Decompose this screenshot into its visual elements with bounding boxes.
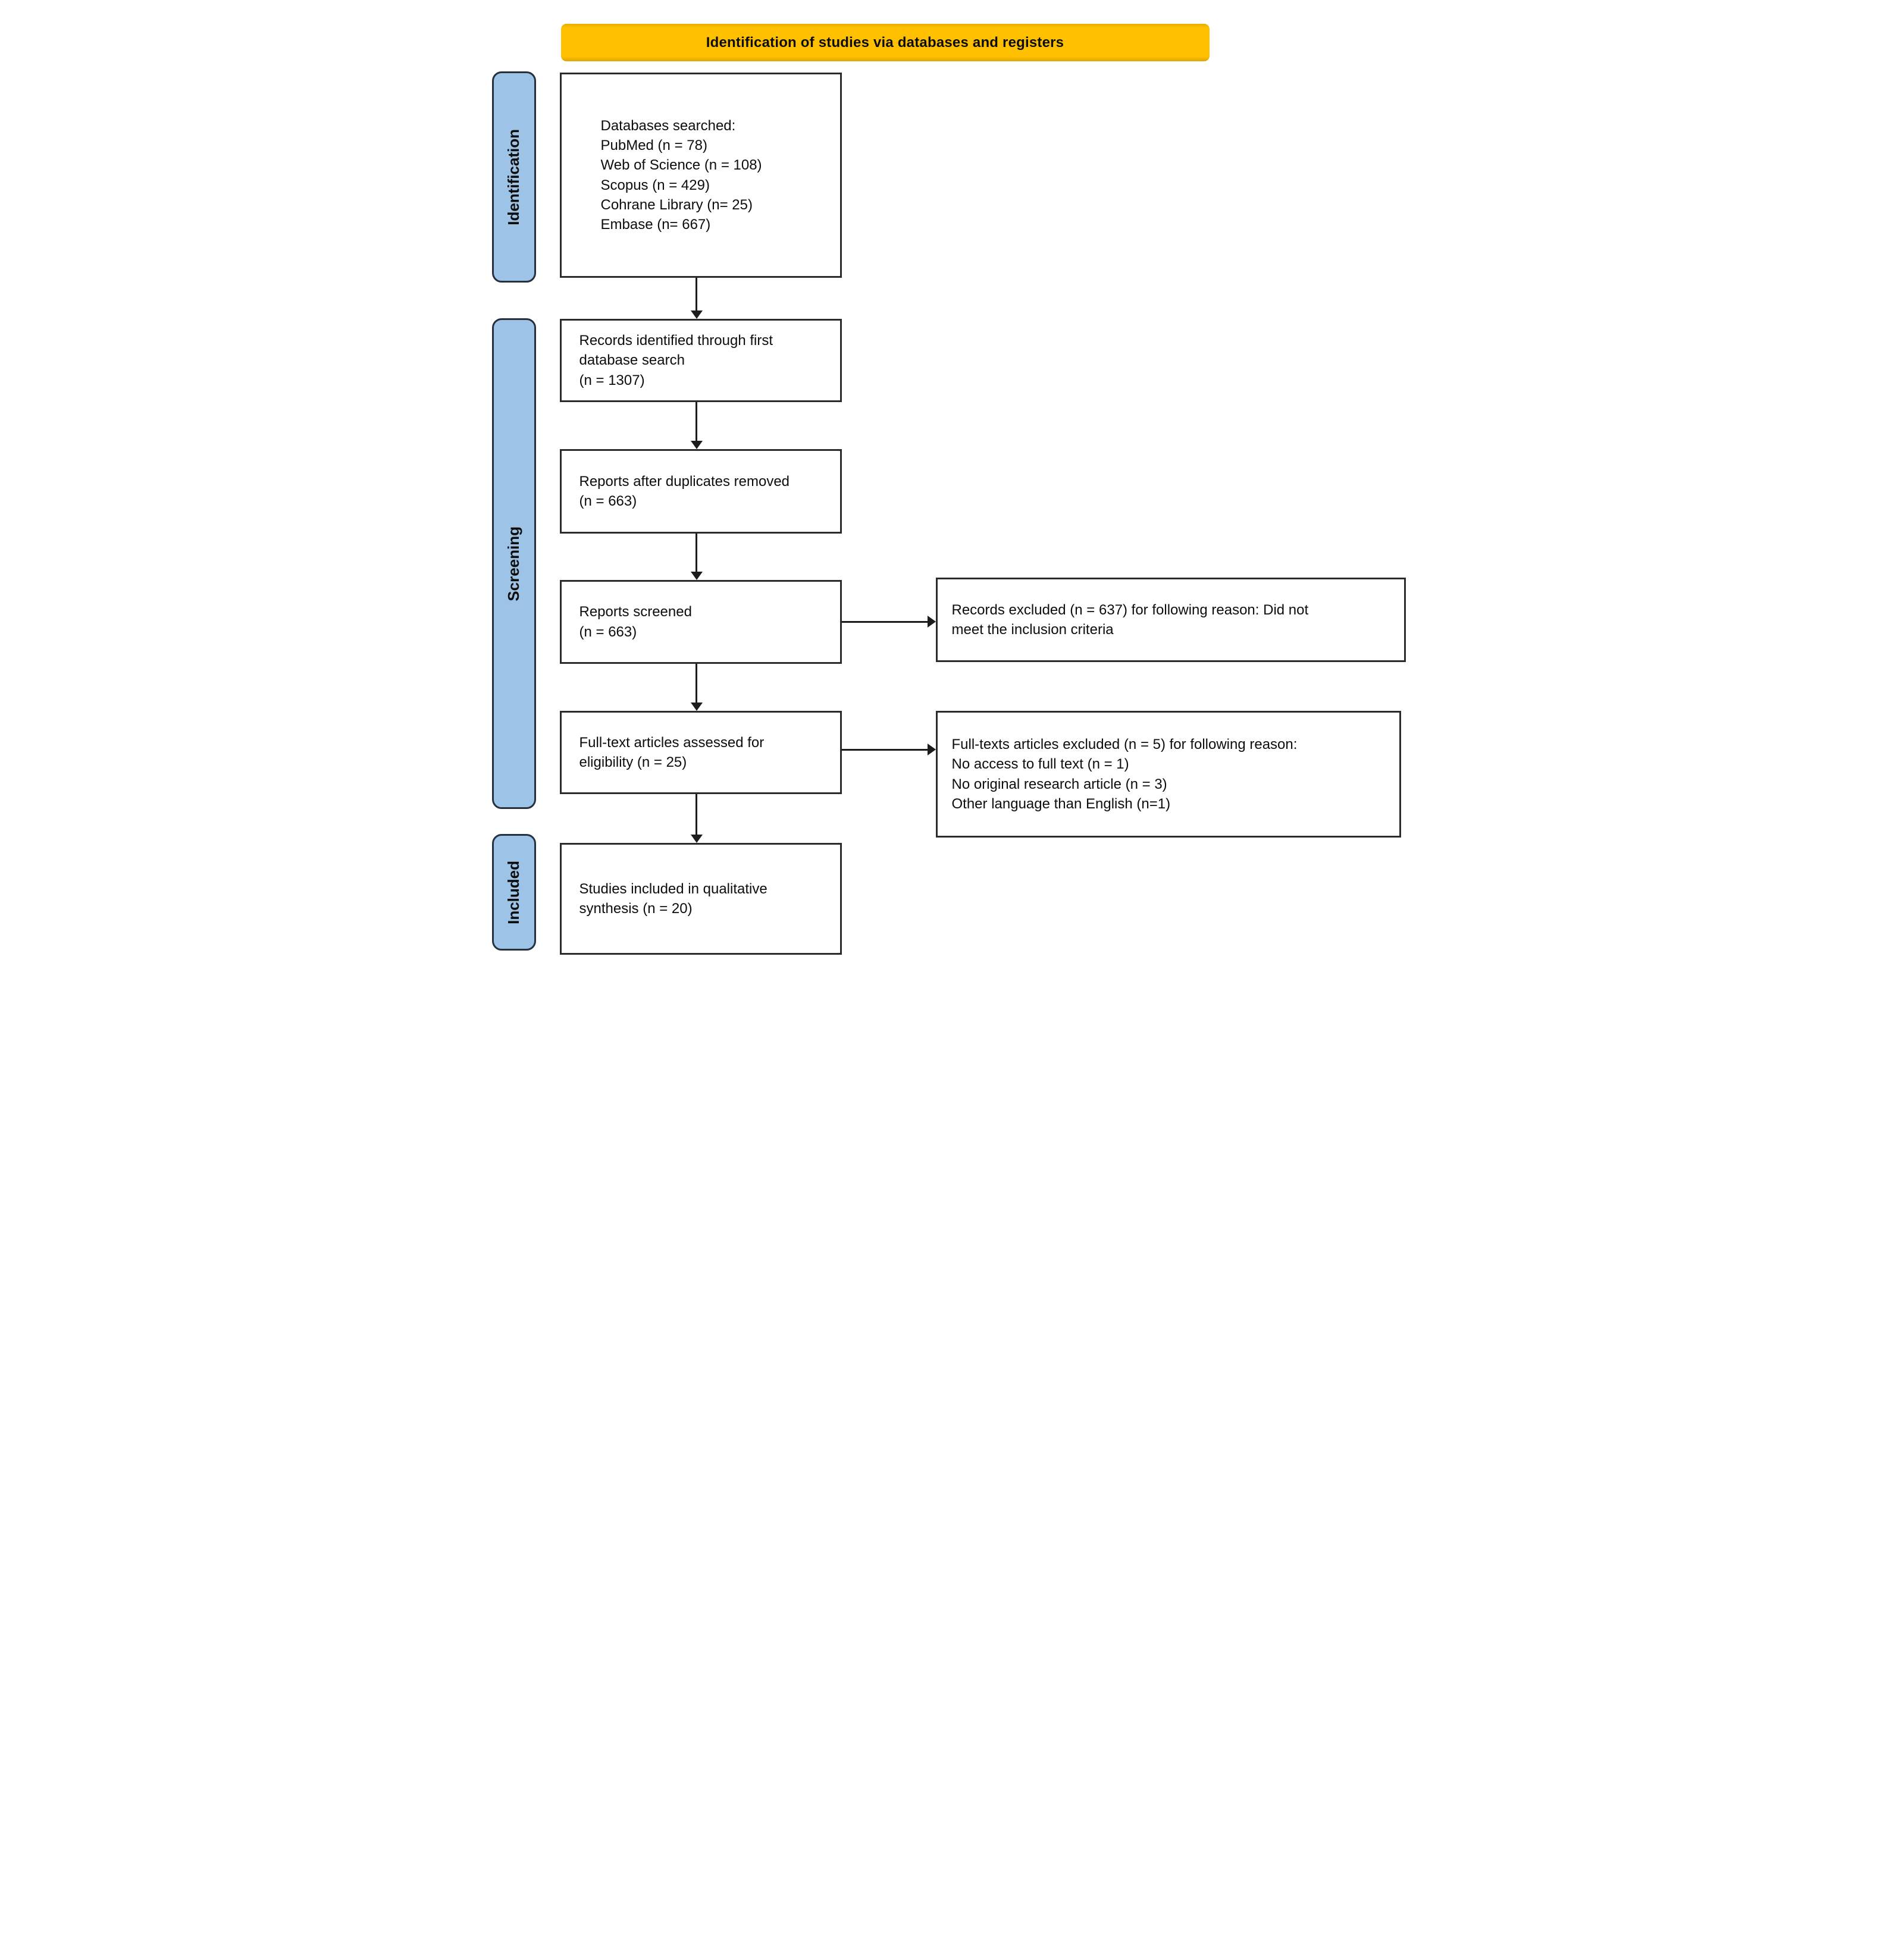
box-line: Records identified through first (579, 333, 773, 349)
box-line: Studies included in qualitative (579, 880, 767, 897)
box-fulltexts-excluded: Full-texts articles excluded (n = 5) for… (935, 711, 1401, 838)
box-line: No access to full text (n = 1) (951, 756, 1129, 773)
box-fulltext-assessed: Full-text articles assessed for eligibil… (559, 711, 842, 794)
stage-label-identification-text: Identification (505, 128, 522, 225)
stage-label-screening-text: Screening (505, 526, 522, 601)
arrow-down-fulltext-to-included (690, 794, 703, 843)
box-line: synthesis (n = 20) (579, 901, 693, 917)
arrow-down-screened-to-fulltext (690, 664, 703, 711)
box-line: database search (579, 352, 685, 369)
box-line: Reports screened (579, 604, 692, 620)
stage-label-included-text: Included (505, 860, 522, 924)
header-banner: Identification of studies via databases … (560, 24, 1210, 61)
box-line: Scopus (n = 429) (600, 177, 710, 193)
box-line: (n = 663) (579, 493, 637, 509)
arrow-down-databases-to-records (690, 278, 703, 319)
box-records-identified: Records identified through first databas… (559, 319, 842, 402)
arrow-down-records-to-duplicates (690, 402, 703, 449)
box-line: (n = 1307) (579, 372, 645, 388)
box-line: Full-text articles assessed for (579, 734, 765, 751)
box-line: Cohrane Library (n= 25) (600, 196, 753, 213)
box-line: Databases searched: (600, 118, 736, 134)
header-title: Identification of studies via databases … (706, 34, 1064, 51)
box-line: Full-texts articles excluded (n = 5) for… (951, 736, 1298, 753)
box-line: Records excluded (n = 637) for following… (951, 601, 1309, 618)
stage-label-screening: Screening (491, 318, 536, 809)
box-duplicates-removed: Reports after duplicates removed (n = 66… (559, 449, 842, 534)
stage-label-included: Included (491, 834, 536, 951)
box-line: No original research article (n = 3) (951, 776, 1167, 792)
arrow-down-duplicates-to-screened (690, 534, 703, 580)
box-line: Other language than English (n=1) (951, 795, 1171, 812)
box-reports-screened: Reports screened (n = 663) (559, 580, 842, 664)
box-records-excluded: Records excluded (n = 637) for following… (935, 578, 1406, 662)
arrow-right-screened-to-excluded (841, 616, 936, 628)
box-line: PubMed (n = 78) (600, 137, 707, 154)
box-databases-searched: Databases searched: PubMed (n = 78) Web … (559, 73, 842, 278)
box-line: Reports after duplicates removed (579, 473, 790, 490)
box-line: Web of Science (n = 108) (600, 157, 762, 174)
box-line: (n = 663) (579, 623, 637, 640)
box-line: eligibility (n = 25) (579, 754, 687, 770)
box-line: Embase (n= 667) (600, 216, 711, 233)
arrow-right-fulltext-to-excluded (841, 744, 936, 755)
box-line: meet the inclusion criteria (951, 622, 1114, 638)
box-studies-included: Studies included in qualitative synthesi… (559, 843, 842, 955)
stage-label-identification: Identification (491, 71, 536, 283)
prisma-flow-diagram: Identification of studies via databases … (471, 0, 1415, 980)
